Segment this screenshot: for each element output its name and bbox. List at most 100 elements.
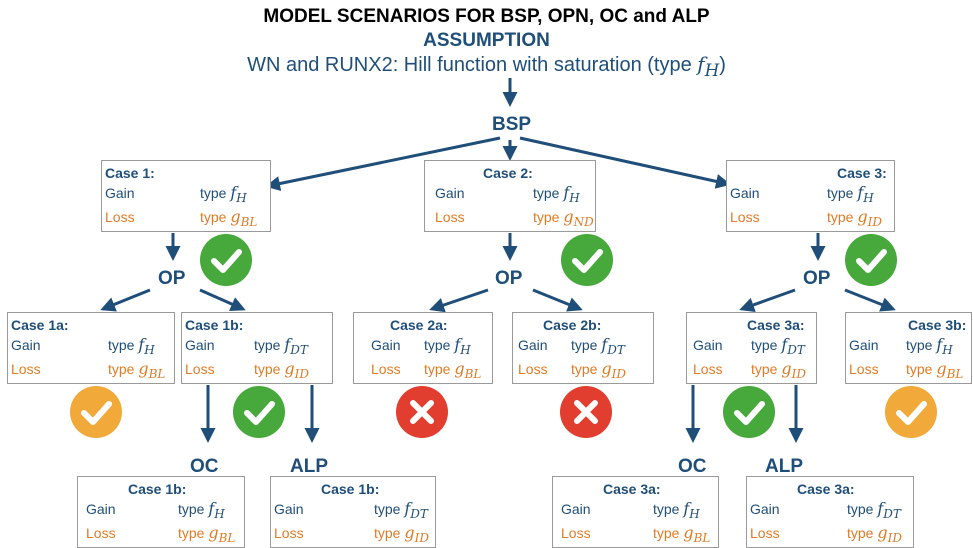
gain-subscript: H xyxy=(144,342,155,357)
gain-type: type fH xyxy=(906,335,953,357)
gain-function: f xyxy=(230,183,237,202)
arrow-op2-to-case2a xyxy=(429,288,489,313)
gain-type: type fDT xyxy=(571,335,625,357)
loss-type: type gBL xyxy=(653,523,711,545)
stage-op-2: OP xyxy=(495,268,523,289)
gain-function: f xyxy=(563,183,570,202)
check-glyph xyxy=(81,401,112,425)
check-icon xyxy=(200,234,252,286)
gain-type: type fDT xyxy=(254,335,308,357)
cross-icon xyxy=(396,386,448,438)
gain-label: Gain xyxy=(435,185,465,201)
loss-type: type gID xyxy=(751,359,806,381)
loss-label: Loss xyxy=(86,525,116,541)
loss-type: type gBL xyxy=(178,523,236,545)
loss-function: g xyxy=(563,207,574,226)
gain-function: f xyxy=(284,335,291,354)
assumption-func: f xyxy=(697,52,705,76)
loss-type: type gID xyxy=(571,359,626,381)
gain-label: Gain xyxy=(11,337,41,353)
case-title: Case 1: xyxy=(105,165,155,181)
cross-icon xyxy=(560,386,612,438)
case-title: Case 2b: xyxy=(543,317,602,333)
gain-label: Gain xyxy=(750,501,780,517)
arrow-bsp-to-case1 xyxy=(265,136,501,191)
case-title: Case 3a: xyxy=(797,481,855,497)
loss-label: Loss xyxy=(730,209,760,225)
loss-subscript: BL xyxy=(218,530,236,545)
gain-label: Gain xyxy=(561,501,591,517)
partial-check-icon xyxy=(70,386,122,438)
loss-function: g xyxy=(936,359,947,378)
loss-subscript: ID xyxy=(887,530,902,545)
loss-type: type gID xyxy=(374,523,429,545)
gain-label: Gain xyxy=(518,337,548,353)
gain-label: Gain xyxy=(693,337,723,353)
check-icon xyxy=(233,386,285,438)
gain-subscript: H xyxy=(214,506,225,521)
loss-subscript: BL xyxy=(464,366,482,381)
gain-type: type fH xyxy=(200,183,247,205)
loss-type: type gBL xyxy=(906,359,964,381)
gain-label: Gain xyxy=(849,337,879,353)
check-icon xyxy=(723,386,775,438)
gain-type: type fH xyxy=(653,499,700,521)
case-title: Case 3b: xyxy=(908,317,967,333)
loss-subscript: ID xyxy=(611,366,626,381)
gain-type: type fDT xyxy=(751,335,805,357)
loss-function: g xyxy=(230,207,241,226)
loss-label: Loss xyxy=(371,361,401,377)
loss-function: g xyxy=(857,207,868,226)
loss-type: type gID xyxy=(827,207,882,229)
gain-subscript: DT xyxy=(290,342,308,357)
stage-bsp: BSP xyxy=(492,114,532,135)
arrow-op3-to-case3a xyxy=(739,288,796,313)
gain-subscript: DT xyxy=(883,506,901,521)
gain-subscript: H xyxy=(460,342,471,357)
arrow-op1-to-case1a xyxy=(100,288,151,312)
loss-function: g xyxy=(454,359,465,378)
case-title: Case 2: xyxy=(483,165,533,181)
loss-label: Loss xyxy=(849,361,879,377)
diagram-title: MODEL SCENARIOS FOR BSP, OPN, OC and ALP xyxy=(263,6,710,27)
loss-subscript: BL xyxy=(148,366,166,381)
gain-label: Gain xyxy=(185,337,215,353)
gain-subscript: H xyxy=(569,190,580,205)
loss-label: Loss xyxy=(750,525,780,541)
case-title: Case 1b: xyxy=(128,481,187,497)
cross-glyph xyxy=(410,400,434,424)
gain-function: f xyxy=(208,499,215,518)
case-title: Case 1b: xyxy=(321,481,380,497)
stage-alp-3: ALP xyxy=(765,456,803,477)
loss-subscript: ID xyxy=(414,530,429,545)
gain-function: f xyxy=(404,499,411,518)
arrow-op3-to-case3b xyxy=(844,288,896,312)
gain-type: type fH xyxy=(178,499,225,521)
gain-type: type fH xyxy=(424,335,471,357)
loss-type: type gND xyxy=(533,207,594,229)
gain-type: type fDT xyxy=(374,499,428,521)
arrow-bsp-to-case3 xyxy=(519,136,731,189)
loss-function: g xyxy=(601,359,612,378)
gain-function: f xyxy=(857,183,864,202)
gain-function: f xyxy=(877,499,884,518)
gain-label: Gain xyxy=(730,185,760,201)
gain-subscript: H xyxy=(863,190,874,205)
gain-function: f xyxy=(601,335,608,354)
check-glyph xyxy=(244,401,275,425)
gain-type: type fDT xyxy=(847,499,901,521)
stage-oc-3: OC xyxy=(678,456,707,477)
gain-type: type fH xyxy=(533,183,580,205)
assumption-sub: H xyxy=(704,61,720,80)
case-title: Case 1b: xyxy=(185,317,244,333)
loss-type: type gID xyxy=(254,359,309,381)
loss-function: g xyxy=(781,359,792,378)
check-icon xyxy=(561,234,613,286)
